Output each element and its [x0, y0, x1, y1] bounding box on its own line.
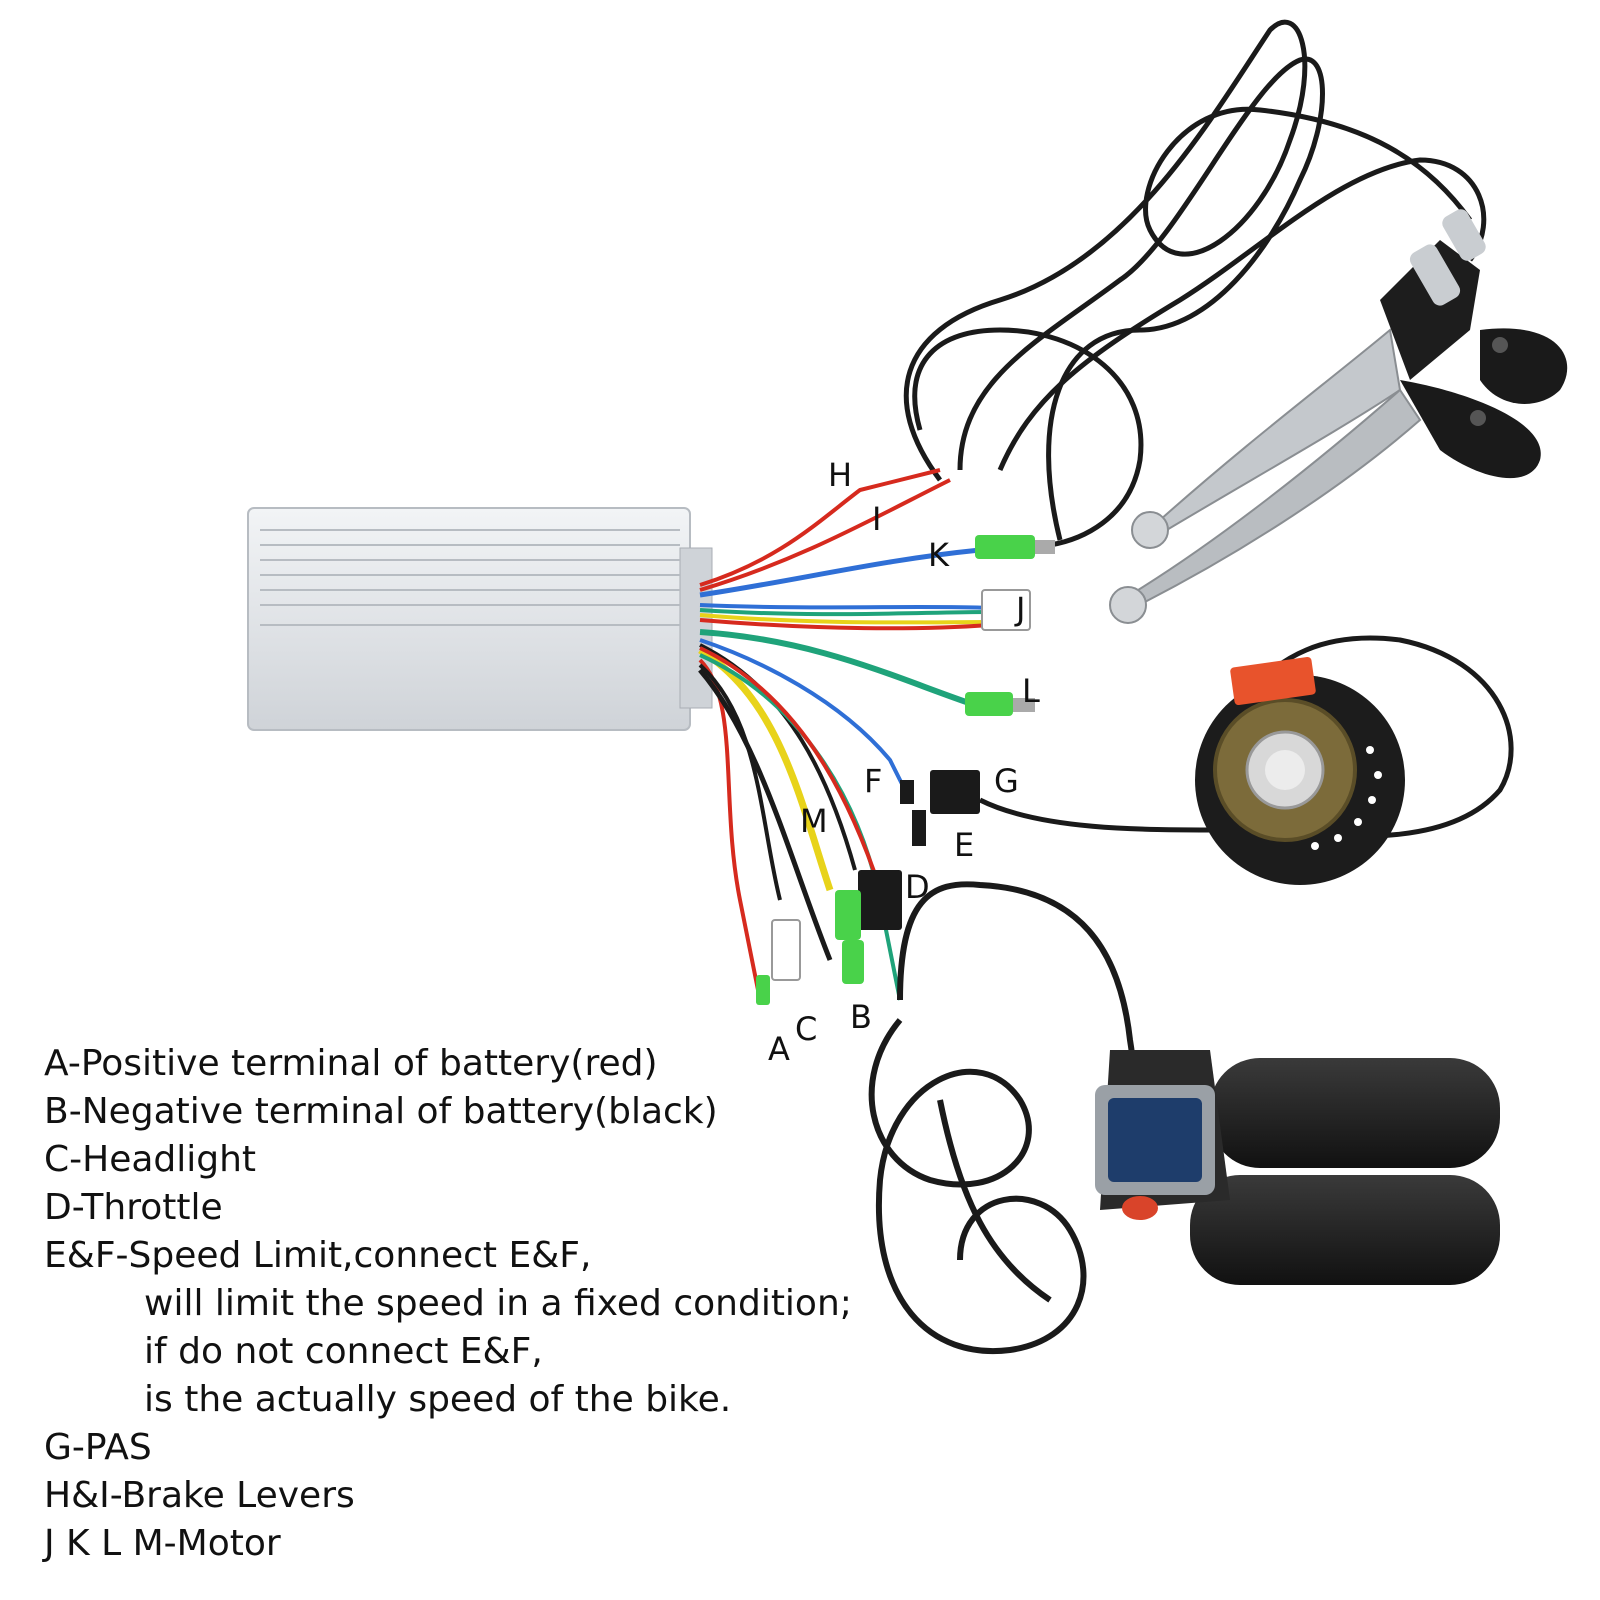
- brake-lever: [1109, 209, 1568, 624]
- brake-cable: [903, 19, 1487, 548]
- legend-line-ef-note-3: is the actually speed of the bike.: [144, 1379, 732, 1420]
- legend: A-Positive terminal of battery(red) B-Ne…: [44, 1040, 852, 1568]
- callout-i: I: [872, 500, 881, 538]
- legend-line-ef-note-1: will limit the speed in a fixed conditio…: [144, 1283, 852, 1324]
- callout-k: K: [928, 536, 950, 574]
- wire-bundle: [698, 468, 991, 1001]
- legend-line-a: A-Positive terminal of battery(red): [44, 1043, 658, 1084]
- legend-line-g: G-PAS: [44, 1427, 152, 1468]
- callout-d: D: [905, 868, 930, 906]
- legend-line-jklm: J K L M-Motor: [44, 1523, 281, 1564]
- callout-l: L: [1022, 672, 1040, 710]
- callout-j: J: [1014, 590, 1025, 628]
- connectors: [756, 535, 1055, 1005]
- callout-a: A: [768, 1030, 790, 1068]
- callout-h: H: [828, 456, 852, 494]
- callout-f: F: [864, 762, 882, 800]
- throttle-grip: [1095, 1050, 1500, 1285]
- callout-b: B: [850, 998, 872, 1036]
- controller-box: [247, 507, 713, 731]
- callout-e: E: [954, 826, 974, 864]
- callout-m: M: [800, 802, 828, 840]
- pas-sensor: [1195, 656, 1405, 885]
- legend-line-d: D-Throttle: [44, 1187, 223, 1228]
- legend-line-ef: E&F-Speed Limit,connect E&F,: [44, 1235, 592, 1276]
- callout-labels: A B C D E F G H I J K L M: [768, 456, 1040, 1068]
- legend-line-hi: H&I-Brake Levers: [44, 1475, 355, 1516]
- legend-line-c: C-Headlight: [44, 1139, 257, 1180]
- legend-line-b: B-Negative terminal of battery(black): [44, 1091, 718, 1132]
- callout-c: C: [795, 1010, 817, 1048]
- callout-g: G: [994, 762, 1019, 800]
- pas-cable: [978, 635, 1514, 839]
- legend-line-ef-note-2: if do not connect E&F,: [144, 1331, 543, 1372]
